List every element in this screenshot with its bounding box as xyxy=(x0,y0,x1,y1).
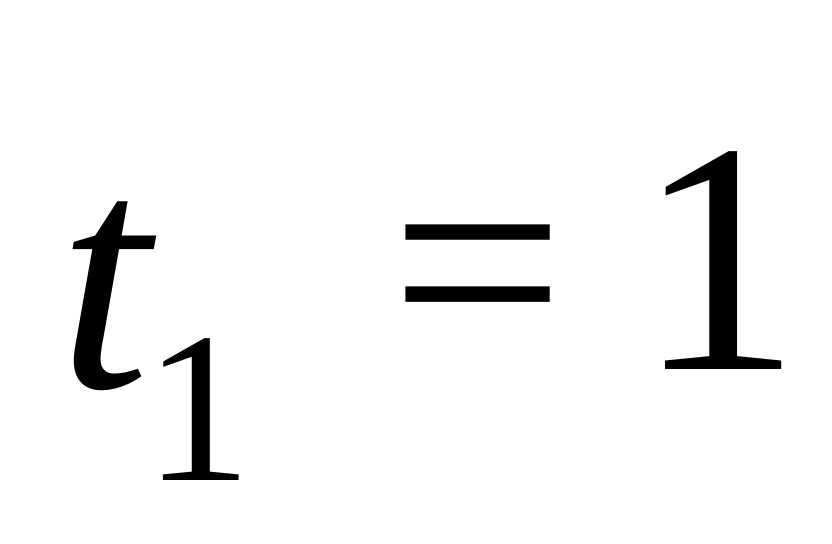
equation-value: 1 xyxy=(636,76,801,441)
variable-subscript: 1 xyxy=(144,288,252,527)
variable-t: t xyxy=(58,94,150,459)
equals-sign: = xyxy=(390,91,565,434)
